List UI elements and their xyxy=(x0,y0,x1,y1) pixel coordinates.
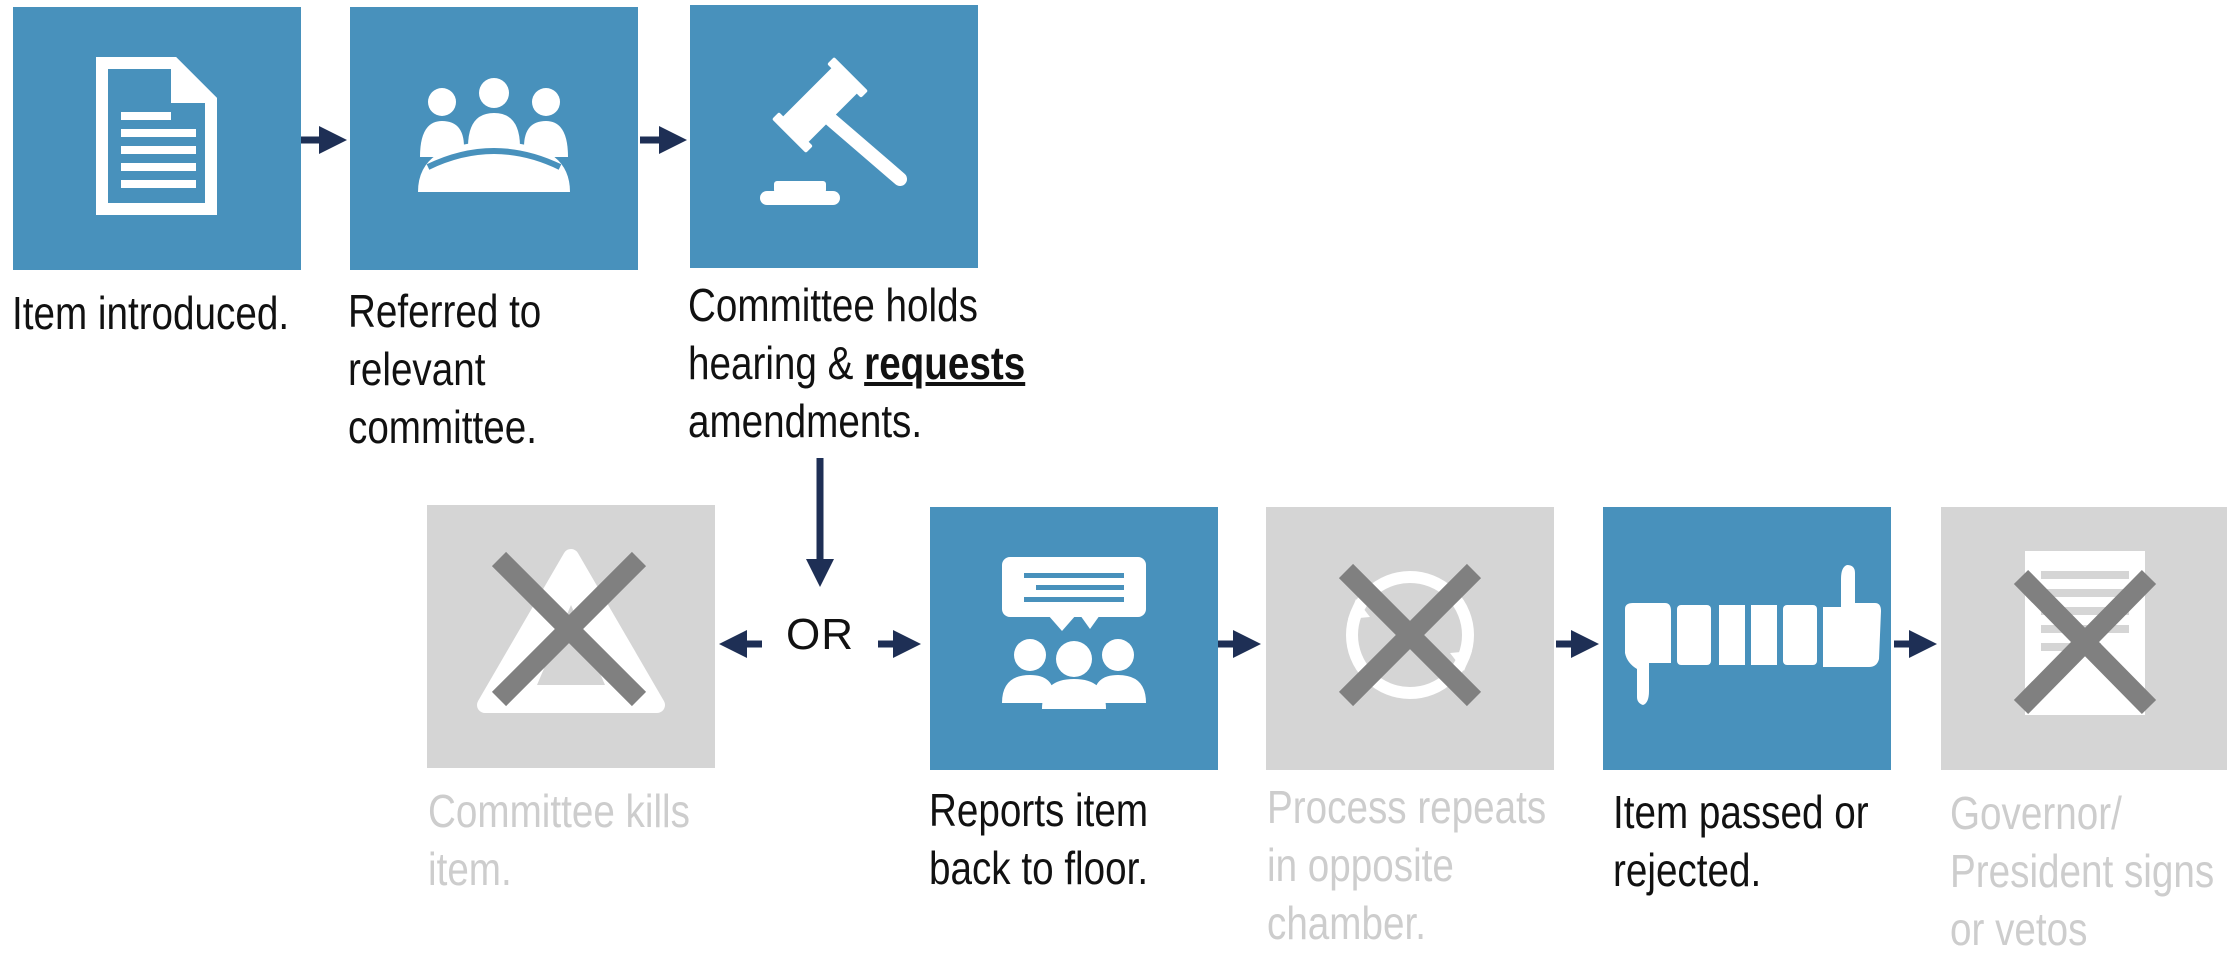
step-introduced-tile xyxy=(13,7,301,270)
step-hearing-tile xyxy=(690,5,978,268)
cross-icon xyxy=(2013,569,2157,715)
document-icon xyxy=(96,57,217,215)
step-reports-caption: Reports item back to floor. xyxy=(929,784,1149,894)
requests-emphasis: requests xyxy=(864,337,1026,389)
step-hearing-caption: Committee holds hearing & requests amend… xyxy=(688,279,1026,447)
step-introduced-caption: Item introduced. xyxy=(12,287,290,339)
step-governor-caption: Governor/ President signs or vetos xyxy=(1950,787,2215,955)
warning-icon xyxy=(477,549,665,713)
gavel-icon xyxy=(760,57,907,205)
step-kills-tile xyxy=(427,505,715,768)
vote-thumbs-icon xyxy=(1625,565,1881,705)
cross-icon xyxy=(491,551,647,707)
step-repeats-tile xyxy=(1266,507,1554,770)
step-referred-tile xyxy=(350,7,638,270)
meeting-icon xyxy=(418,78,570,192)
step-passed-tile xyxy=(1603,507,1891,770)
step-kills-caption: Committee kills item. xyxy=(428,785,690,895)
discussion-icon xyxy=(1002,557,1146,709)
step-reports-tile xyxy=(930,507,1218,770)
step-passed-caption: Item passed or rejected. xyxy=(1613,786,1869,896)
branch-or-label: OR xyxy=(786,610,854,659)
cycle-icon xyxy=(1338,563,1482,707)
step-governor-tile xyxy=(1941,507,2227,770)
step-repeats-caption: Process repeats in opposite chamber. xyxy=(1267,781,1547,949)
cross-icon xyxy=(1338,563,1482,707)
step-referred-caption: Referred to relevant committee. xyxy=(348,285,542,453)
signed-document-icon xyxy=(2013,551,2157,715)
